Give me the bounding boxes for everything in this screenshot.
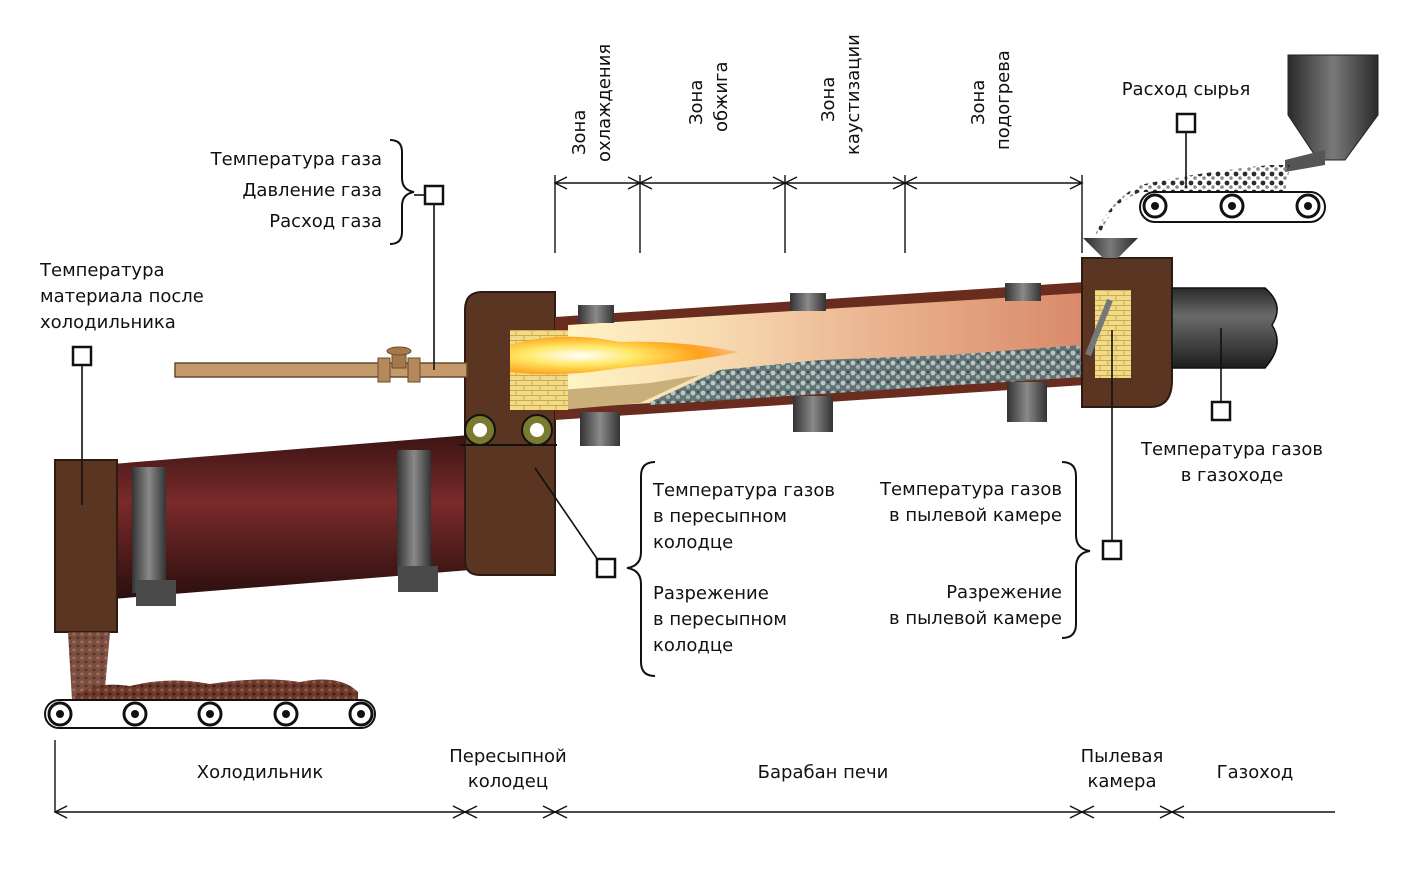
section-dimension-line [53, 740, 1335, 819]
support-roller-left [464, 414, 496, 446]
zone-labels: Зона охлаждения Зона обжига Зона каустиз… [569, 34, 1014, 162]
transfer-well-temp-line1: Температура газов [652, 480, 835, 501]
dust-chamber [1081, 238, 1173, 408]
material-temp-sensor [71, 345, 93, 367]
transfer-well-temp-line3: колодце [653, 532, 733, 553]
material-temp-label-line3: холодильника [40, 312, 176, 333]
zone-firing-line1: Зона [686, 80, 707, 125]
zone-cooling-line1: Зона [569, 110, 590, 155]
raw-material-hopper [1285, 54, 1379, 172]
cooler-end-housing [54, 459, 118, 633]
gas-duct [1171, 287, 1278, 369]
duct-gas-temp-sensor [1210, 400, 1232, 422]
dust-chamber-temp-line2: в пылевой камере [889, 505, 1062, 526]
section-dust-chamber-line1: Пылевая [1081, 746, 1164, 767]
material-temp-label-line2: материала после [40, 286, 204, 307]
material-temp-label-line1: Температура [39, 260, 165, 281]
raw-feed-label: Расход сырья [1122, 79, 1251, 100]
section-transfer-well-line2: колодец [468, 771, 548, 792]
zone-firing-line2: обжига [711, 61, 732, 132]
transfer-well-temp-line2: в пересыпном [653, 506, 787, 527]
cooler-tire-left [132, 467, 166, 593]
kiln-support-middle [793, 396, 833, 432]
dust-chamber-sensor [1101, 539, 1123, 561]
section-cooler: Холодильник [197, 762, 324, 783]
cooler-tire-right [397, 450, 431, 575]
transfer-well-sensor [595, 557, 617, 579]
zone-preheating-line2: подогрева [993, 50, 1014, 150]
cooler-discharge-conveyor [44, 632, 376, 729]
zone-causticization-line2: каустизации [843, 34, 864, 155]
transfer-well-vacuum-line1: Разрежение [653, 583, 769, 604]
cooler-drum [54, 435, 470, 633]
gas-pressure-label: Давление газа [242, 180, 382, 201]
support-roller-right [521, 414, 553, 446]
section-dust-chamber-line2: камера [1087, 771, 1156, 792]
zone-dimension-line [553, 175, 1084, 253]
zone-cooling-line2: охлаждения [594, 44, 615, 162]
section-kiln-drum: Барабан печи [758, 762, 889, 783]
gas-params-sensor [423, 184, 445, 206]
dust-chamber-temp-line1: Температура газов [879, 479, 1062, 500]
transfer-well-vacuum-line3: колодце [653, 635, 733, 656]
gas-flow-label: Расход газа [269, 211, 382, 232]
zone-preheating-line1: Зона [968, 80, 989, 125]
duct-gas-temp-label-line2: в газоходе [1181, 465, 1284, 486]
burner-flame [510, 336, 740, 375]
duct-gas-temp-label-line1: Температура газов [1140, 439, 1323, 460]
kiln-support-left [580, 412, 620, 446]
kiln-support-right [1007, 382, 1047, 422]
feed-chute [1083, 238, 1138, 258]
transfer-well-vacuum-line2: в пересыпном [653, 609, 787, 630]
kiln-drum [510, 282, 1085, 446]
raw-material-conveyor [1095, 165, 1326, 235]
zone-causticization-line1: Зона [818, 77, 839, 122]
dust-chamber-vacuum-line1: Разрежение [946, 582, 1062, 603]
gas-supply-pipe [174, 346, 468, 383]
section-gas-duct: Газоход [1217, 762, 1294, 783]
raw-feed-sensor [1175, 112, 1197, 134]
gas-temperature-label: Температура газа [210, 149, 382, 170]
dust-chamber-vacuum-line2: в пылевой камере [889, 608, 1062, 629]
section-transfer-well-line1: Пересыпной [449, 746, 566, 767]
